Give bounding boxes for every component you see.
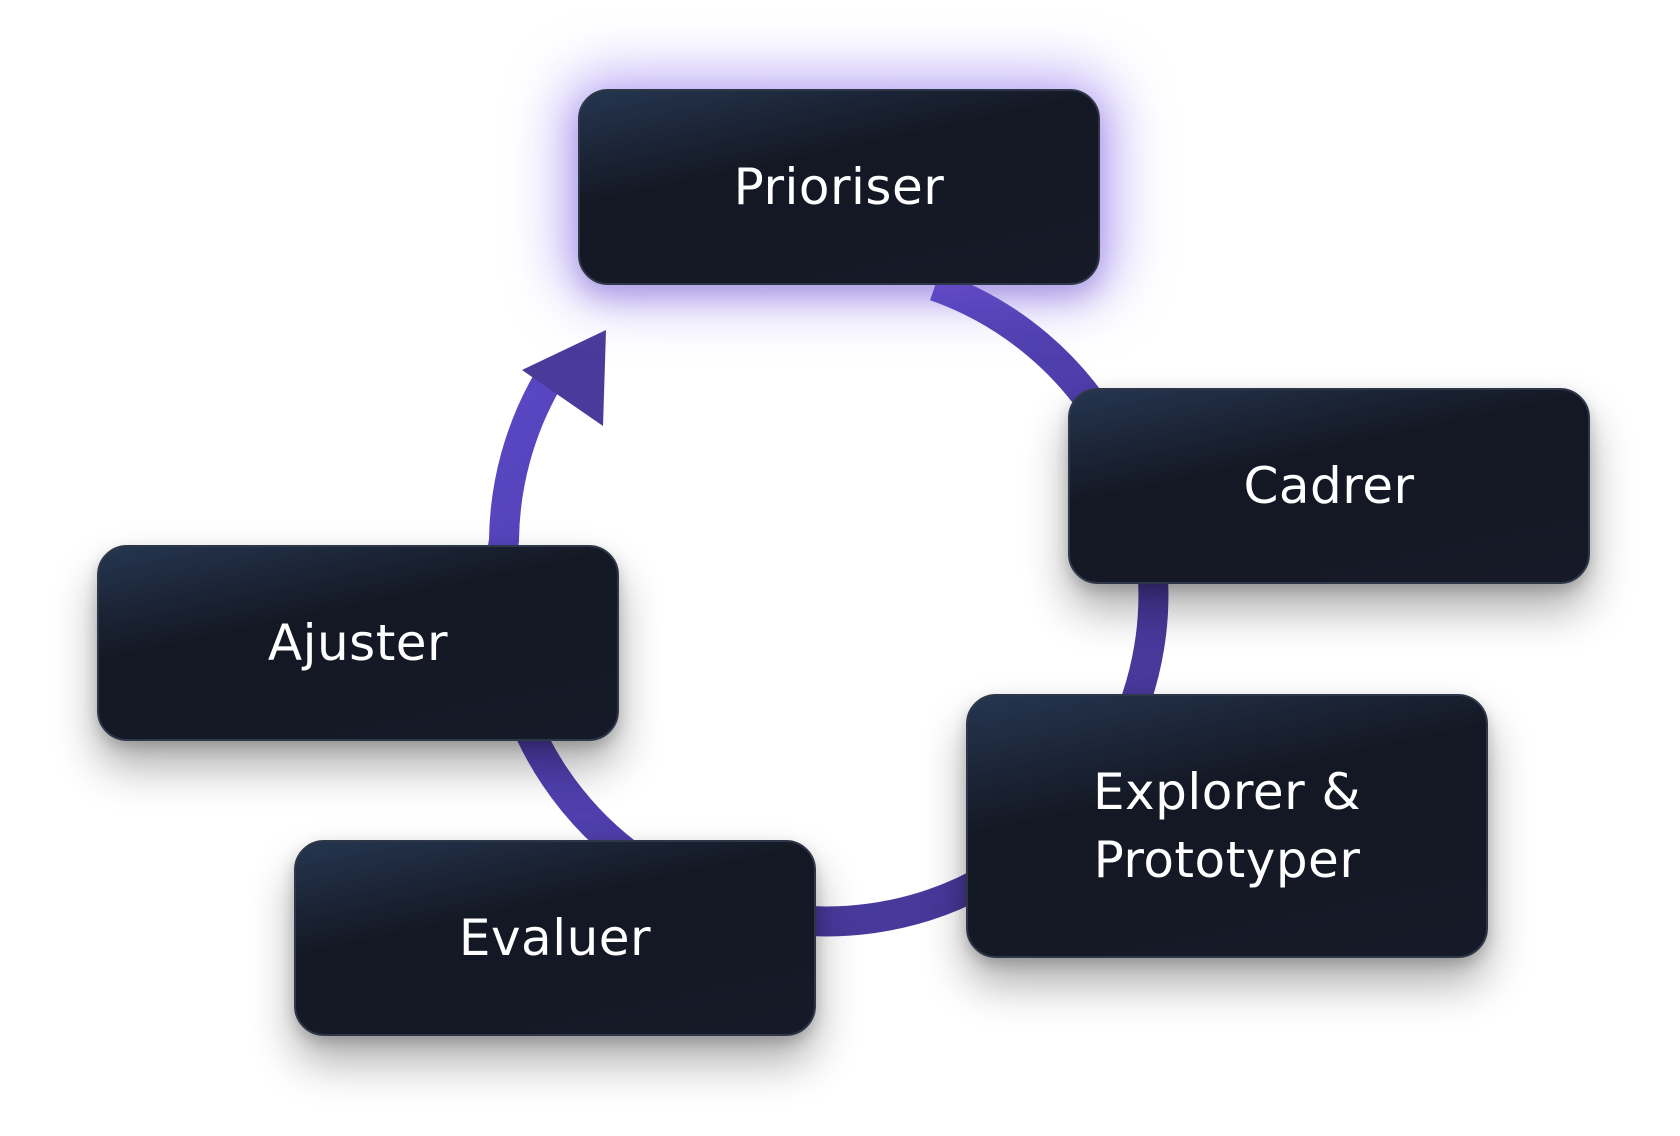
node-ajuster: Ajuster: [97, 545, 619, 741]
node-cadrer-label: Cadrer: [1243, 457, 1415, 515]
node-cadrer: Cadrer: [1068, 388, 1590, 584]
node-prioriser: Prioriser: [578, 89, 1100, 285]
node-prioriser-label: Prioriser: [733, 158, 945, 216]
node-explorer-prototyper-label: Explorer & Prototyper: [1092, 763, 1362, 889]
node-ajuster-label: Ajuster: [267, 614, 449, 672]
node-evaluer-label: Evaluer: [458, 909, 652, 967]
node-explorer-prototyper: Explorer & Prototyper: [966, 694, 1488, 958]
cycle-arrowhead: [522, 330, 606, 426]
node-evaluer: Evaluer: [294, 840, 816, 1036]
